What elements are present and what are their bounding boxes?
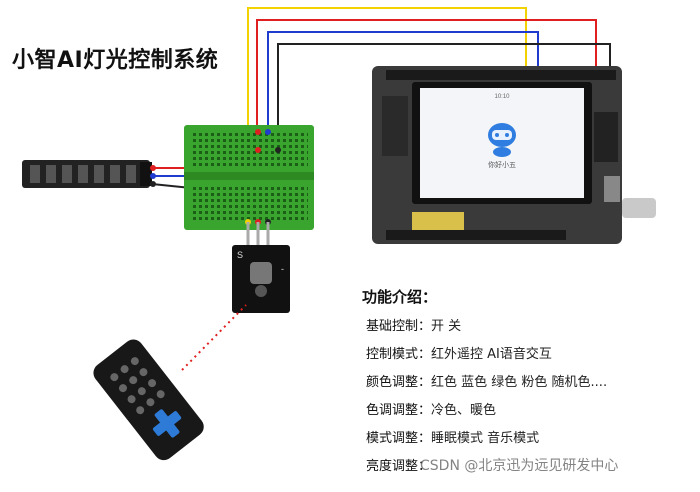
- ir-receiver-module: S -: [232, 222, 290, 313]
- feature-value: 开 关: [431, 319, 462, 334]
- screen-caption: 你好小五: [488, 162, 516, 169]
- red-wire: [256, 19, 597, 225]
- svg-text:10:10: 10:10: [494, 94, 510, 100]
- feature-value: 睡眠模式 音乐模式: [431, 431, 540, 446]
- breadboard: [184, 125, 314, 230]
- led-strip: [22, 160, 152, 188]
- feature-item: 模式调整：睡眠模式 音乐模式: [366, 428, 607, 456]
- feature-value: 红色 蓝色 绿色 粉色 随机色....: [431, 375, 608, 390]
- svg-text:-: -: [281, 264, 284, 274]
- feature-label: 颜色调整：: [366, 375, 432, 390]
- yellow-wire: [247, 7, 527, 225]
- feature-value: 冷色、暖色: [431, 403, 497, 418]
- black-wire: [277, 43, 611, 150]
- feature-item: 亮度调整：: [366, 456, 607, 484]
- features-heading: 功能介绍：: [362, 288, 438, 306]
- features-list: 基础控制：开 关 控制模式：红外遥控 AI语音交互 颜色调整：红色 蓝色 绿色 …: [366, 316, 607, 484]
- dev-board: 10:10: [372, 66, 656, 244]
- feature-item: 颜色调整：红色 蓝色 绿色 粉色 随机色....: [366, 372, 607, 400]
- feature-label: 亮度调整：: [366, 459, 432, 474]
- feature-item: 色调调整：冷色、暖色: [366, 400, 607, 428]
- feature-item: 控制模式：红外遥控 AI语音交互: [366, 344, 607, 372]
- feature-value: 红外遥控 AI语音交互: [431, 347, 552, 362]
- feature-label: 控制模式：: [366, 347, 432, 362]
- diagram-title: 小智AI灯光控制系统: [12, 48, 219, 73]
- feature-item: 基础控制：开 关: [366, 316, 607, 344]
- feature-label: 模式调整：: [366, 431, 432, 446]
- blue-wire: [267, 31, 539, 130]
- robot-icon: [488, 123, 516, 157]
- ir-beam: [181, 304, 247, 371]
- feature-label: 基础控制：: [366, 319, 432, 334]
- feature-label: 色调调整：: [366, 403, 432, 418]
- watermark: CSDN @北京迅为远见研发中心: [420, 458, 619, 474]
- wire-group: [247, 7, 611, 225]
- ir-remote: [93, 339, 204, 461]
- svg-text:S: S: [237, 250, 243, 260]
